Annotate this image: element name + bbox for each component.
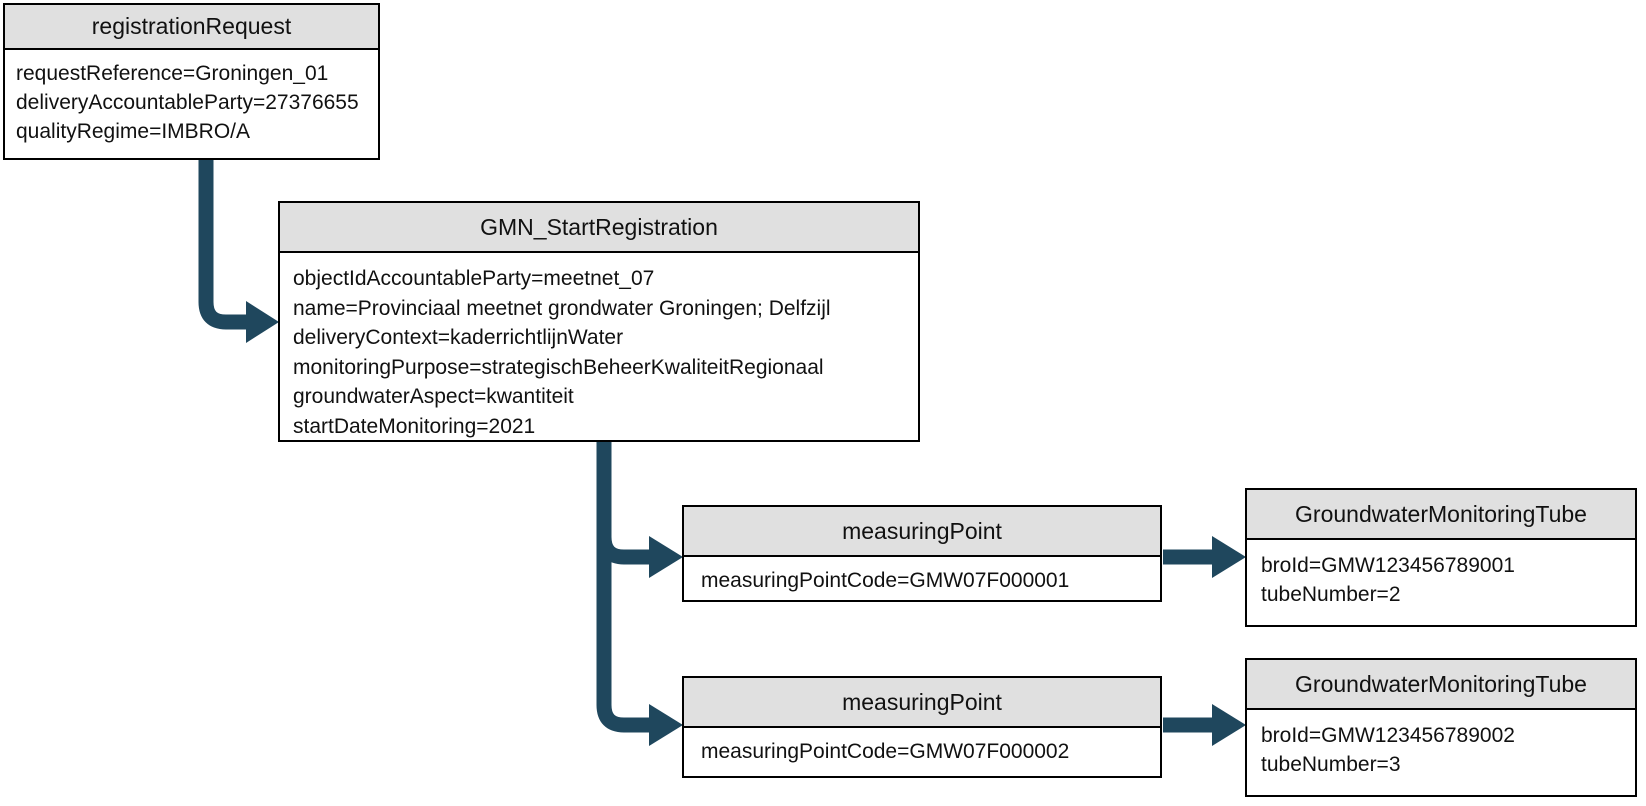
attribute-line: tubeNumber=3: [1261, 753, 1401, 776]
arrow-gmn-to-measuringpoint-2: [596, 441, 683, 746]
attribute-line: deliveryContext=kaderrichtlijnWater: [293, 326, 624, 349]
node-title: GMN_StartRegistration: [280, 203, 918, 253]
attribute-line: qualityRegime=IMBRO/A: [16, 120, 251, 143]
node-groundwater-monitoring-tube-2: GroundwaterMonitoringTube broId=GMW12345…: [1245, 658, 1637, 797]
node-title: measuringPoint: [684, 507, 1160, 557]
node-attributes: objectIdAccountableParty=meetnet_07 name…: [280, 253, 918, 441]
attribute-line: broId=GMW123456789001: [1261, 554, 1515, 577]
attribute-line: broId=GMW123456789002: [1261, 724, 1515, 747]
node-attributes: broId=GMW123456789001 tubeNumber=2: [1247, 540, 1635, 609]
attribute-line: measuringPointCode=GMW07F000002: [701, 740, 1070, 763]
node-measuring-point-1: measuringPoint measuringPointCode=GMW07F…: [682, 505, 1162, 602]
node-attributes: broId=GMW123456789002 tubeNumber=3: [1247, 710, 1635, 779]
arrow-gmn-to-measuringpoint-1: [596, 441, 683, 578]
node-registration-request: registrationRequest requestReference=Gro…: [3, 3, 380, 160]
attribute-line: groundwaterAspect=kwantiteit: [293, 385, 574, 408]
node-title: measuringPoint: [684, 678, 1160, 728]
attribute-line: objectIdAccountableParty=meetnet_07: [293, 267, 655, 290]
arrow-registration-to-gmn: [198, 158, 279, 343]
node-attributes: measuringPointCode=GMW07F000001: [684, 557, 1160, 595]
attribute-line: measuringPointCode=GMW07F000001: [701, 569, 1070, 592]
attribute-line: startDateMonitoring=2021: [293, 414, 536, 438]
node-gmn-start-registration: GMN_StartRegistration objectIdAccountabl…: [278, 201, 920, 442]
node-title: registrationRequest: [5, 5, 378, 50]
node-attributes: requestReference=Groningen_01 deliveryAc…: [5, 50, 378, 146]
arrow-measuringpoint2-to-tube2: [1163, 704, 1246, 746]
attribute-line: requestReference=Groningen_01: [16, 62, 329, 85]
node-title: GroundwaterMonitoringTube: [1247, 660, 1635, 710]
node-groundwater-monitoring-tube-1: GroundwaterMonitoringTube broId=GMW12345…: [1245, 488, 1637, 627]
attribute-line: tubeNumber=2: [1261, 583, 1401, 606]
node-attributes: measuringPointCode=GMW07F000002: [684, 728, 1160, 766]
node-measuring-point-2: measuringPoint measuringPointCode=GMW07F…: [682, 676, 1162, 778]
arrow-measuringpoint1-to-tube1: [1163, 536, 1246, 578]
attribute-line: monitoringPurpose=strategischBeheerKwali…: [293, 355, 824, 379]
attribute-line: deliveryAccountableParty=27376655: [16, 91, 359, 114]
node-title: GroundwaterMonitoringTube: [1247, 490, 1635, 540]
attribute-line: name=Provinciaal meetnet grondwater Gron…: [293, 296, 831, 320]
